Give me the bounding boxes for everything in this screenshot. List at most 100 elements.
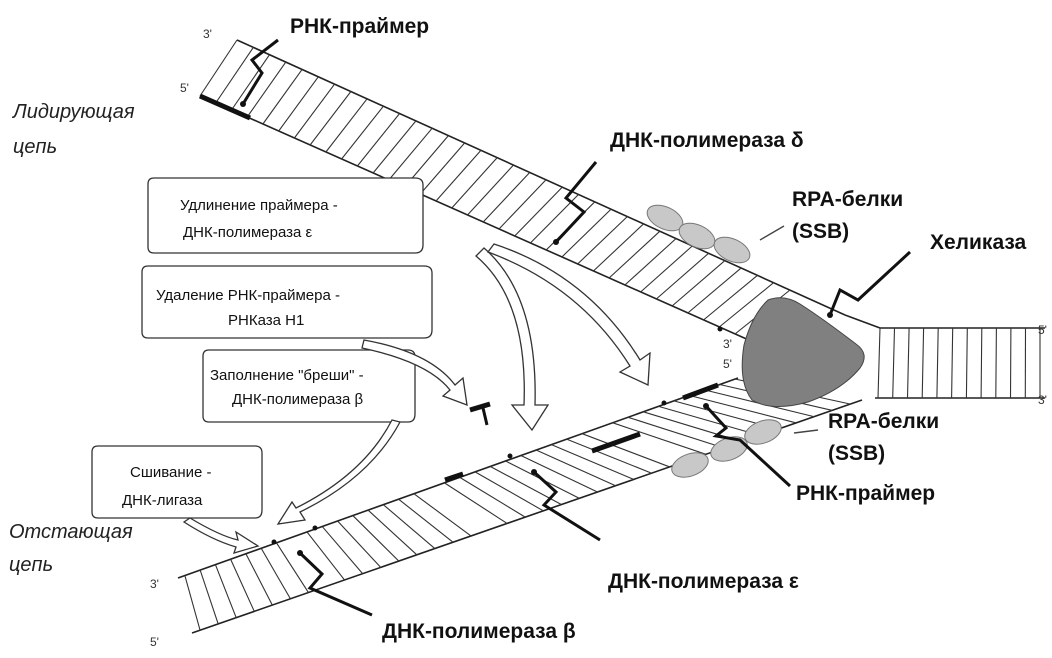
arrow-primer-removal	[361, 339, 468, 406]
base-pair-rung	[520, 455, 598, 493]
base-pair-rung	[561, 208, 612, 258]
ligation-line2: ДНК-лигаза	[122, 492, 203, 509]
base-pair-rung	[309, 91, 352, 146]
base-pair-rung	[356, 113, 401, 167]
callout-primer-removal: Удаление РНК-праймера - РНКаза Н1	[141, 265, 433, 339]
base-pair-rung	[566, 438, 652, 474]
base-pair-rung	[215, 47, 254, 104]
primer-removal-line2: РНКаза Н1	[228, 312, 304, 329]
base-pair-rung	[995, 327, 997, 399]
rpa-protein	[713, 236, 751, 264]
parental-duplex	[844, 314, 1045, 399]
leader-dot	[240, 101, 246, 107]
base-pair-rung	[608, 230, 661, 279]
base-pair-rung	[372, 120, 417, 174]
callout-ligation: Сшивание - ДНК-лигаза	[91, 445, 263, 519]
base-pair-rung	[593, 223, 644, 272]
nick-dot-3	[312, 525, 318, 531]
nick-dot-4	[271, 539, 277, 545]
rpa-ssb-top	[646, 204, 751, 264]
base-pair-rung	[687, 267, 742, 314]
base-pair-rung	[536, 449, 616, 487]
okazaki-primer-1	[682, 382, 719, 401]
pol-delta-label: ДНК-полимераза δ	[610, 129, 804, 152]
end-label-bottom-5: 5'	[150, 635, 159, 649]
pol-delta-leader	[554, 161, 598, 244]
base-pair-rung	[293, 83, 336, 139]
leader-dot	[827, 312, 833, 318]
base-pair-rung	[703, 274, 758, 321]
leader-dot	[703, 403, 709, 409]
base-pair-rung	[482, 172, 531, 223]
base-pair-rung	[435, 149, 482, 202]
rna-primer-bottom-label: РНК-праймер	[796, 482, 935, 505]
end-label-fork-5: 5'	[723, 357, 732, 371]
base-pair-rung	[877, 327, 881, 399]
base-pair-rung	[199, 570, 219, 624]
base-pair-rung	[640, 245, 693, 293]
okazaki-primer-3	[444, 471, 464, 483]
primer-extension-line1: Удлинение праймера -	[180, 197, 338, 214]
base-pair-rung	[467, 164, 514, 216]
lagging-strand-base-pairs	[184, 378, 851, 631]
base-pair-rung	[388, 127, 433, 181]
base-pair-rung	[655, 252, 710, 300]
arrow-ligation	[182, 517, 260, 554]
leading-new-backbone	[199, 95, 761, 346]
leader-dot	[553, 239, 559, 245]
base-pair-rung	[689, 394, 796, 424]
base-pair-rung	[658, 405, 760, 436]
base-pair-rung	[965, 327, 968, 399]
rpa-bottom-label-2: (SSB)	[828, 442, 885, 465]
end-label-bottom-3: 3'	[150, 577, 159, 591]
rpa-bottom-pointer	[793, 429, 819, 434]
rpa-ssb-bottom	[671, 419, 782, 478]
leading-strand-label-1: Лидирующая	[11, 101, 135, 123]
base-pair-rung	[413, 493, 472, 537]
leading-template-backbone	[236, 39, 846, 316]
parental-base-pairs	[877, 327, 1041, 399]
base-pair-rung	[278, 76, 319, 132]
base-pair-rung	[337, 520, 382, 568]
base-pair-rung	[718, 282, 775, 328]
base-pair-rung	[514, 186, 563, 237]
fork-3-end-dot	[717, 326, 723, 332]
end-label-fork-3: 3'	[723, 337, 732, 351]
primer-extension-line2: ДНК-полимераза ε	[183, 224, 313, 241]
rna-primer-top-label: РНК-праймер	[290, 15, 429, 38]
leading-rna-primer-segment	[198, 93, 252, 121]
base-pair-rung	[306, 531, 345, 581]
end-label-right-3: 3'	[1038, 393, 1047, 407]
base-pair-rung	[980, 327, 983, 399]
pol-epsilon-label: ДНК-полимераза ε	[608, 570, 799, 593]
rpa-top-label-1: RPA-белки	[792, 188, 903, 211]
removed-primer-tail	[481, 407, 489, 426]
base-pair-rung	[551, 444, 634, 480]
base-pair-rung	[451, 157, 498, 209]
primer-removal-line1: Удаление РНК-праймера -	[156, 287, 340, 304]
nick-dot-1	[661, 400, 667, 406]
nick-dot-2	[507, 453, 513, 459]
base-pair-rung	[921, 327, 925, 399]
base-pair-rung	[352, 515, 399, 562]
base-pair-rung	[184, 575, 201, 631]
arrow-primer-extension-to-gap	[475, 247, 550, 432]
base-pair-rung	[612, 422, 706, 455]
lagging-strand-label-1: Отстающая	[9, 521, 133, 543]
base-pair-rung	[419, 142, 466, 195]
arrow-primer-extension-to-fork	[486, 243, 651, 386]
pol-epsilon-leader	[532, 470, 601, 542]
helicase-leader	[828, 250, 912, 316]
pol-beta-label: ДНК-полимераза β	[382, 620, 576, 643]
base-pair-rung	[936, 327, 939, 399]
base-pair-rung	[245, 553, 273, 606]
base-pair-rung	[325, 98, 368, 153]
base-pair-rung	[230, 559, 255, 612]
base-pair-rung	[199, 39, 238, 97]
base-pair-rung	[671, 260, 726, 307]
leading-strand-label-2: цепь	[13, 136, 57, 158]
parental-strand-top-join	[844, 314, 881, 329]
base-pair-rung	[341, 105, 384, 160]
base-pair-rung	[262, 69, 303, 125]
